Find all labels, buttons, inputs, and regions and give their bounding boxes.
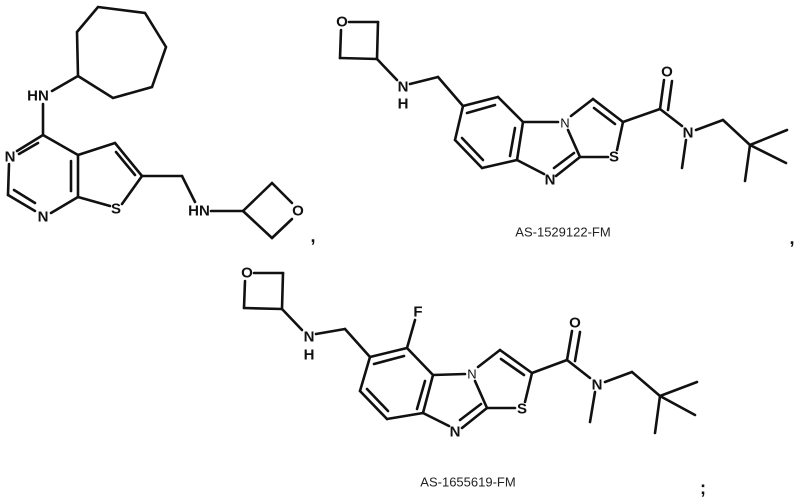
- atom-label-o: O: [336, 14, 348, 31]
- atom-label-o: O: [292, 203, 304, 220]
- separator-comma: ,: [310, 226, 315, 246]
- atom-label-o: O: [569, 315, 581, 332]
- separator-comma: ,: [789, 228, 794, 248]
- atom-label-h: H: [304, 347, 315, 364]
- atom-label-o: O: [241, 265, 253, 282]
- atom-label-s: S: [517, 401, 527, 418]
- atom-label-o: O: [661, 64, 673, 81]
- atom-label-nh: HN: [188, 203, 210, 220]
- atom-label-s: S: [111, 201, 121, 218]
- atom-label-n: N: [450, 424, 461, 441]
- compound-code-label: AS-1655619-FM: [420, 475, 515, 490]
- separator-semicolon: ;: [700, 478, 706, 498]
- compound-1-structure: HN N N S HN O ,: [5, 5, 316, 246]
- atom-label-n: N: [5, 149, 16, 166]
- compound-3-structure: O F N H N N S O N AS-1655619-FM ;: [241, 265, 706, 499]
- atom-label-n: N: [683, 125, 694, 142]
- atom-label-n: N: [467, 367, 476, 382]
- atom-label-nh: HN: [27, 88, 49, 105]
- atom-label-n: N: [560, 116, 569, 131]
- cycloheptyl-ring: [75, 5, 168, 100]
- compound-code-label: AS-1529122-FM: [515, 225, 610, 240]
- atom-label-h: H: [398, 96, 409, 113]
- compound-2-structure: O N H N N S O N AS-1529122-FM ,: [336, 14, 794, 249]
- atom-label-n: N: [592, 377, 603, 394]
- atom-label-n: N: [545, 172, 556, 189]
- atom-label-n: N: [38, 209, 49, 226]
- atom-label-n: N: [304, 329, 315, 346]
- atom-label-f: F: [413, 304, 422, 321]
- atom-label-s: S: [609, 149, 619, 166]
- atom-label-n: N: [398, 79, 409, 96]
